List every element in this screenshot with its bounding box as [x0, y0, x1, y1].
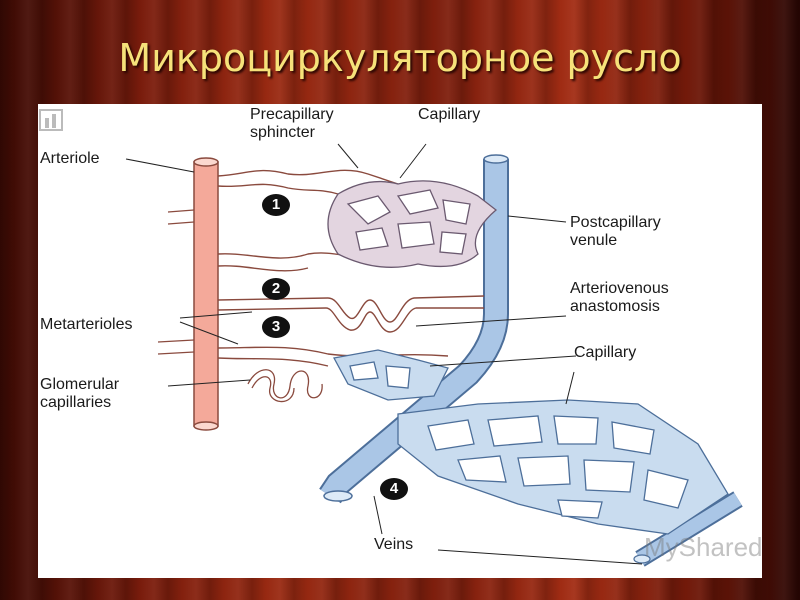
label-postcapillary-venule: Postcapillary venule — [570, 214, 661, 249]
watermark-logo-icon — [39, 109, 63, 131]
diagram-panel: Arteriole Precapillary sphincter Capilla… — [38, 104, 762, 578]
label-veins: Veins — [374, 536, 414, 553]
label-glomerular-capillaries: Glomerular capillaries — [40, 376, 120, 411]
label-precapillary-sphincter: Precapillary sphincter — [250, 106, 334, 141]
marker-4: 4 — [380, 478, 408, 500]
label-metarterioles: Metarterioles — [40, 316, 133, 333]
branch-2 — [217, 295, 485, 323]
marker-3: 3 — [262, 316, 290, 338]
branch-3 — [217, 346, 449, 357]
capillary-bed-middle — [333, 349, 449, 401]
glomerular-coils — [247, 369, 323, 403]
label-capillary-top: Capillary — [418, 106, 481, 123]
capillary-bed-lower — [397, 399, 729, 535]
slide-title: Микроциркуляторное русло — [118, 36, 682, 80]
arteriole-trunk — [193, 161, 219, 427]
marker-1: 1 — [262, 194, 290, 216]
microcirculation-diagram — [125, 143, 743, 567]
label-capillary-right: Capillary — [574, 344, 637, 361]
branch-1 — [217, 169, 399, 185]
leader-lines — [125, 143, 643, 565]
capillary-bed-top — [327, 180, 498, 268]
label-arteriole: Arteriole — [40, 150, 100, 167]
label-arteriovenous-anastomosis: Arteriovenous anastomosis — [570, 280, 669, 315]
watermark-text: MyShared — [644, 532, 762, 562]
marker-2: 2 — [262, 278, 290, 300]
